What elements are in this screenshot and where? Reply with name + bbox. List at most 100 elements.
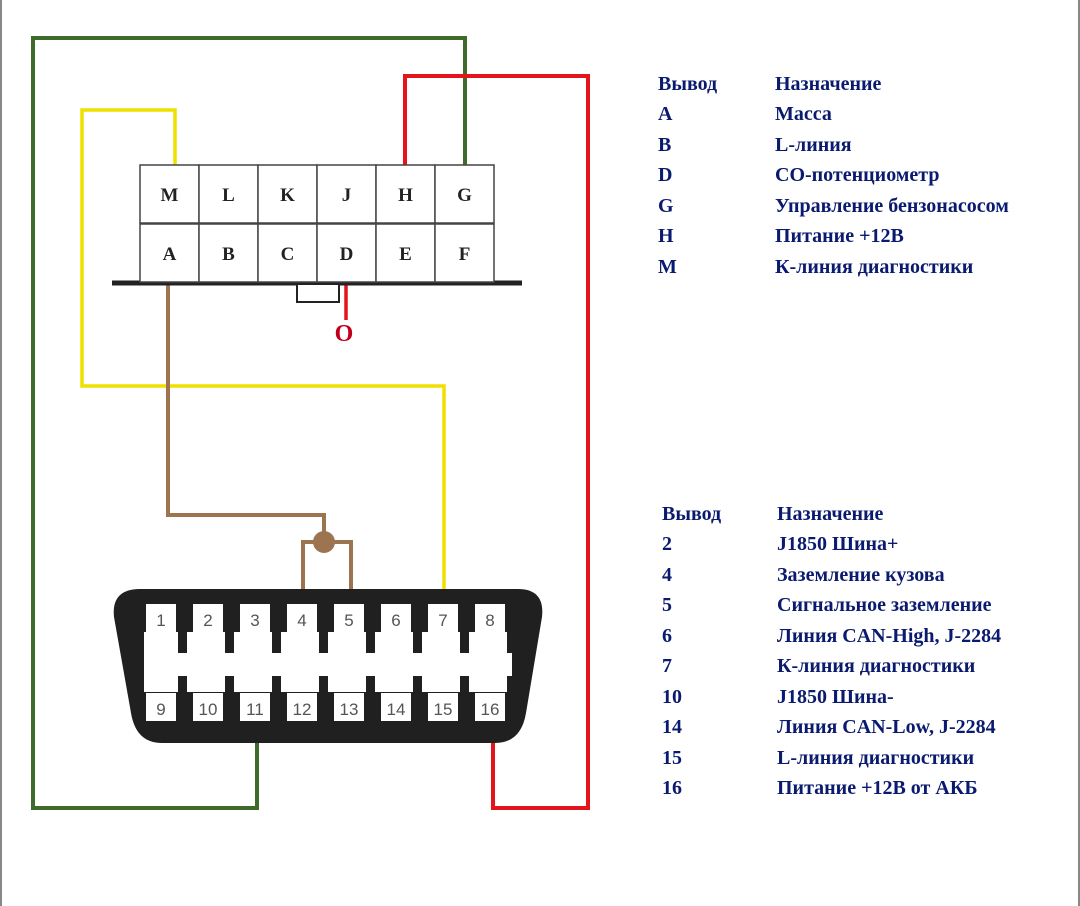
legend-pin: M [658,255,677,278]
legend-pin: 14 [662,716,682,739]
legend-desc: CO-потенциометр [775,164,940,187]
legend-desc: Линия CAN-Low, J-2284 [777,716,996,739]
legend-row: G Управление бензонасосом [658,191,1009,222]
legend-pin: 7 [662,655,672,678]
legend-row: D CO-потенциометр [658,161,1009,192]
legend-pin: 4 [662,563,672,586]
connector-cell [375,164,436,224]
connector-cell [434,164,495,224]
wire-red [403,74,590,810]
svg-text:16: 16 [481,700,500,719]
obd-pin-7: 7 [428,604,469,653]
legend-pin: H [658,225,674,248]
obd-pin-9: 9 [146,676,187,724]
legend-row: M К-линия диагностики [658,252,1009,283]
legend-row: 5 Сигнальное заземление [662,591,1001,622]
connector-cell [434,223,495,283]
legend-row: 7 К-линия диагностики [662,652,1001,683]
legend-desc: Линия CAN-High, J-2284 [777,624,1002,647]
connector-pin-d: D [340,244,354,265]
svg-text:6: 6 [391,611,400,630]
connector-cell [316,164,377,224]
connector-pin-h: H [398,185,413,206]
obd-pin-3: 3 [240,604,281,653]
legend-header-desc: Назначение [775,72,882,95]
connector-pin-a: A [163,244,177,265]
obd-pin-5: 5 [334,604,375,653]
legend-header: Вывод Назначение [662,499,1001,530]
svg-text:10: 10 [199,700,218,719]
wire-brown [166,278,326,542]
svg-text:15: 15 [434,700,453,719]
connector-pin-f: F [459,244,471,265]
legend-row: 14 Линия CAN-Low, J-2284 [662,713,1001,744]
legend-desc: Заземление кузова [777,563,945,586]
obd-pin-8: 8 [475,604,516,653]
obd-pin-1: 1 [146,604,187,653]
wire-yellow [80,108,446,608]
obd-pin-15: 15 [428,676,469,724]
connector-pin-g: G [457,185,472,206]
legend-desc: J1850 Шина+ [777,533,899,556]
legend-header-desc: Назначение [777,502,884,525]
obd-pin-11: 11 [240,676,281,724]
legend-row: 15 L-линия диагностики [662,743,1001,774]
legend-desc: Питание +12В [775,225,904,248]
o-label: O [335,321,354,347]
wire-green [31,36,467,810]
svg-text:1: 1 [156,611,165,630]
legend-header-pin: Вывод [662,502,722,525]
obd-pin-2: 2 [193,604,234,653]
svg-text:4: 4 [297,611,306,630]
svg-text:14: 14 [387,700,406,719]
connector-key [296,283,340,303]
legend-pin: 5 [662,594,672,617]
svg-text:12: 12 [293,700,312,719]
left-edge-line [0,0,2,906]
svg-text:7: 7 [438,611,447,630]
legend-pin: G [658,194,674,217]
legend-desc: К-линия диагностики [775,255,974,278]
legend-desc: Управление бензонасосом [775,194,1009,217]
legend-row: 4 Заземление кузова [662,560,1001,591]
obd-pin-14: 14 [381,676,422,724]
legend-obd-connector: Вывод Назначение 2 J1850 Шина+ 4 Заземление… [662,499,1001,804]
connector-pin-m: M [161,185,179,206]
svg-text:13: 13 [340,700,359,719]
svg-text:5: 5 [344,611,353,630]
legend-row: 2 J1850 Шина+ [662,530,1001,561]
legend-desc: К-линия диагностики [777,655,976,678]
legend-desc: Сигнальное заземление [777,594,992,617]
connector-pin-e: E [399,244,412,265]
legend-row: H Питание +12В [658,222,1009,253]
obd-pin-10: 10 [193,676,234,724]
wire-junction [313,531,335,553]
connector-pin-k: K [280,185,295,206]
obd-pin-16: 16 [475,676,516,724]
connector-cell [316,223,377,283]
legend-pin: 16 [662,777,682,800]
legend-pin: 2 [662,533,672,556]
connector-cell [139,164,200,224]
legend-pin: 15 [662,746,682,769]
legend-header-pin: Вывод [658,72,718,95]
legend-header: Вывод Назначение [658,69,1009,100]
svg-text:3: 3 [250,611,259,630]
obd-pin-4: 4 [287,604,328,653]
svg-text:9: 9 [156,700,165,719]
svg-text:8: 8 [485,611,494,630]
connector-pin-l: L [222,185,235,206]
legend-pin: D [658,164,673,187]
right-edge-line [1078,0,1080,906]
legend-desc: L-линия диагностики [777,746,975,769]
legend-pin: A [658,103,673,126]
obd-pin-13: 13 [334,676,375,724]
